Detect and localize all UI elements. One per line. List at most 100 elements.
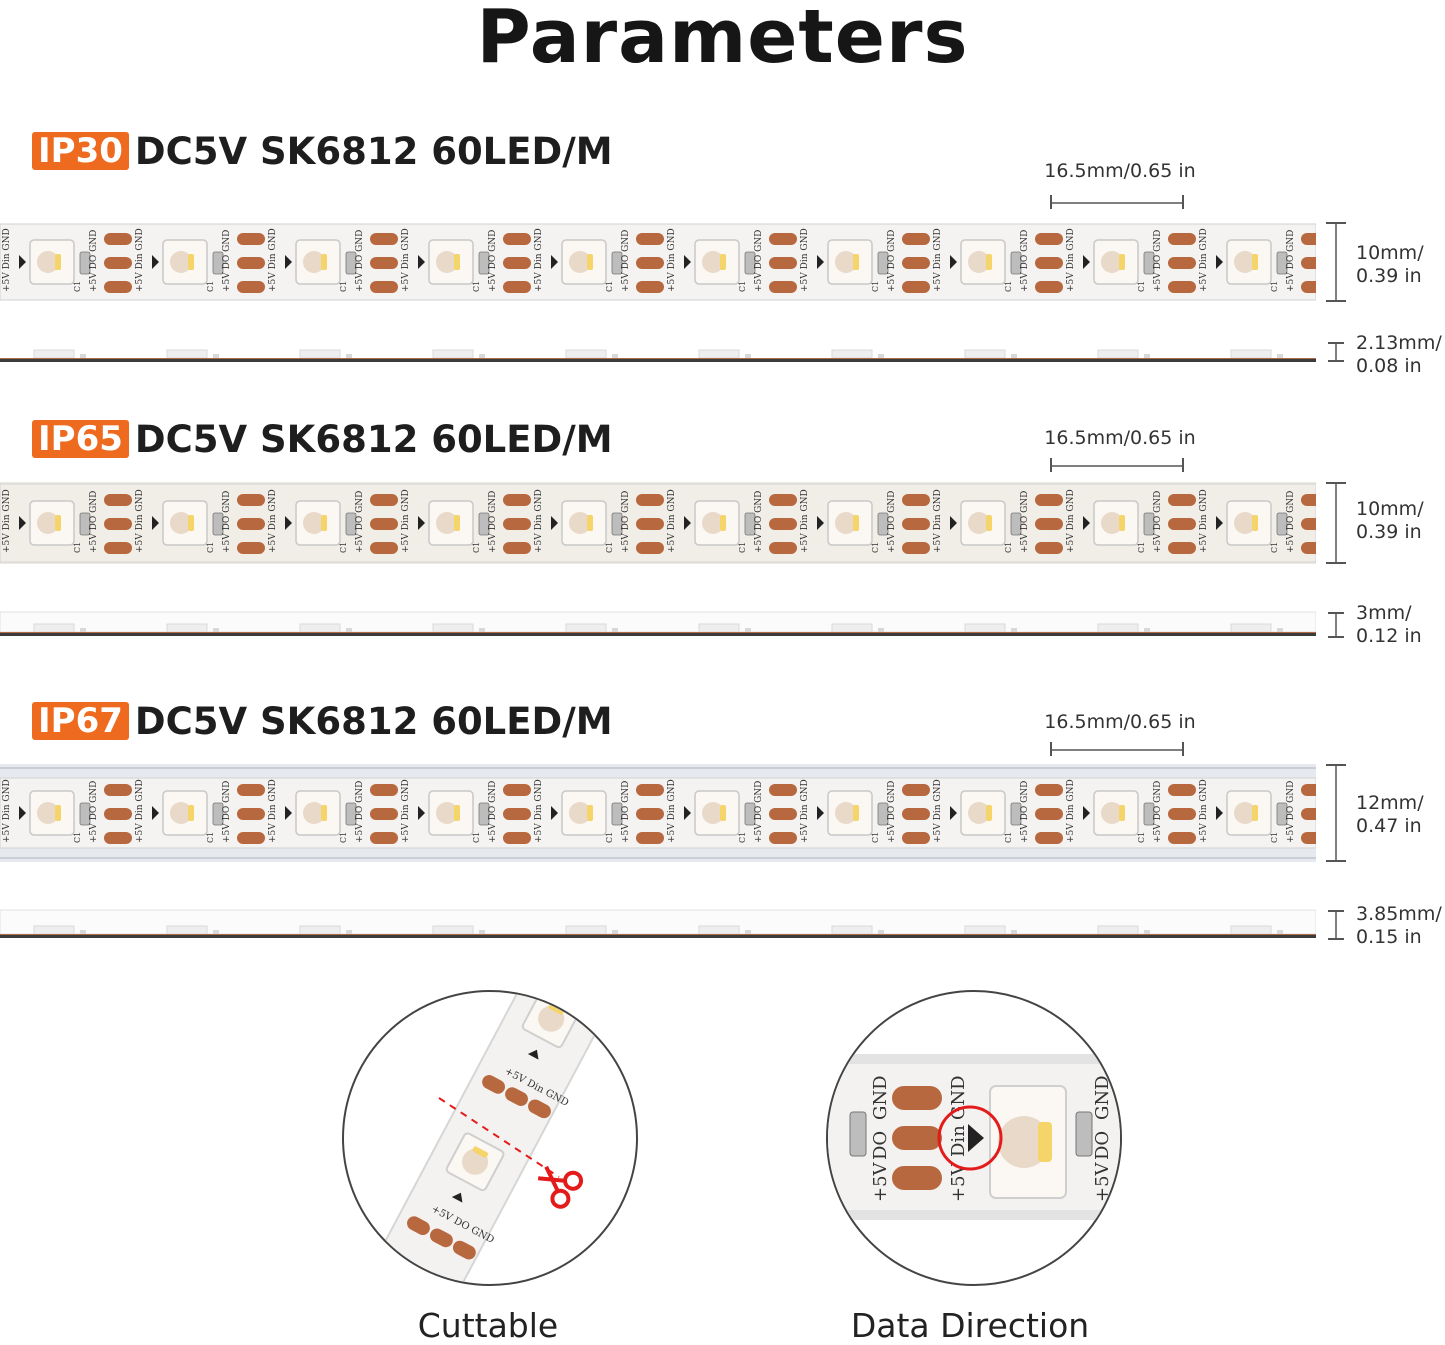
svg-text:+5V Din GND: +5V Din GND [135,228,145,292]
svg-text:+5V Din GND: +5V Din GND [401,228,411,292]
svg-text:+5V DO GND: +5V DO GND [1020,230,1030,292]
svg-text:+5V DO GND: +5V DO GND [89,781,99,843]
led-pitch-dimension-line [1050,458,1184,472]
svg-text:C1: C1 [738,832,747,843]
led-strip-top-view: +5V DO GND +5V Din GND C1 +5V DO GND +5V Din… [0,764,1316,862]
svg-text:+5V DO GND: +5V DO GND [754,230,764,292]
svg-text:C1: C1 [339,832,348,843]
svg-text:+5V Din GND: +5V Din GND [401,489,411,553]
thickness-dimension-bracket [1328,910,1344,940]
thickness-dimension-bracket [1328,612,1344,638]
svg-text:+5V Din GND: +5V Din GND [2,228,12,292]
svg-text:C1: C1 [339,542,348,553]
svg-text:+5V DO GND: +5V DO GND [488,230,498,292]
svg-text:+5V DO GND: +5V DO GND [754,781,764,843]
svg-text:C1: C1 [339,281,348,292]
svg-text:+5V DO GND: +5V DO GND [355,491,365,553]
svg-text:C1: C1 [1270,832,1279,843]
svg-text:+5V DO GND: +5V DO GND [89,230,99,292]
width-mm: 10mm/ [1356,242,1424,264]
width-mm: 12mm/ [1356,792,1424,814]
strip-width-label: 12mm/ 0.47 in [1356,792,1424,838]
svg-text:+5V: +5V [1092,1161,1113,1202]
svg-text:+5V Din GND: +5V Din GND [667,228,677,292]
cut-line [438,1097,560,1178]
svg-text:+5V DO GND: +5V DO GND [488,491,498,553]
svg-text:+5V Din GND: +5V Din GND [1066,779,1076,843]
svg-text:C1: C1 [605,832,614,843]
led-segment: +5V DO GND +5V Din GND C1 [162,489,292,554]
led-pitch-label: 16.5mm/0.65 in [1044,711,1196,733]
svg-text:C1: C1 [472,832,481,843]
svg-text:+5V DO GND: +5V DO GND [355,781,365,843]
svg-text:+5V Din GND: +5V Din GND [534,779,544,843]
svg-text:C1: C1 [73,542,82,553]
svg-text:+5V DO GND: +5V DO GND [887,491,897,553]
strip-thickness-label: 2.13mm/ 0.08 in [1356,332,1442,378]
svg-text:+5V Din GND: +5V Din GND [667,779,677,843]
ip-rating-badge: IP65 [32,420,129,458]
svg-text:DO: DO [870,1131,891,1160]
svg-text:C1: C1 [1137,832,1146,843]
svg-text:+5V Din GND: +5V Din GND [268,779,278,843]
width-dimension-bracket [1326,482,1346,564]
svg-text:+5V Din GND: +5V Din GND [2,779,12,843]
led-strip-side-view [0,909,1316,938]
svg-text:+5V Din GND: +5V Din GND [1066,489,1076,553]
svg-text:C1: C1 [1270,281,1279,292]
led-strip-top-view: +5V DO GND +5V Din GND C1 +5V DO GND +5V Din… [0,482,1316,564]
svg-text:+5V DO GND: +5V DO GND [222,491,232,553]
data-direction-illustration: +5V DO GND +5V Din GND +5V DO GND [826,990,1122,1286]
svg-text:C1: C1 [1004,832,1013,843]
svg-text:+5V Din GND: +5V Din GND [1199,779,1209,843]
thickness-mm: 3.85mm/ [1356,903,1442,925]
svg-text:+5V Din GND: +5V Din GND [534,228,544,292]
model-name: DC5V SK6812 60LED/M [134,129,613,173]
svg-text:DO: DO [1092,1131,1113,1160]
svg-text:+5V DO GND: +5V DO GND [621,491,631,553]
thickness-mm: 3mm/ [1356,602,1412,624]
svg-text:+5V DO GND: +5V DO GND [1153,491,1163,553]
variant-heading-ip65: IP65 DC5V SK6812 60LED/M [32,417,613,461]
svg-text:C1: C1 [206,542,215,553]
svg-text:+5V Din GND: +5V Din GND [534,489,544,553]
strip-width-label: 10mm/ 0.39 in [1356,242,1424,288]
led-pitch-dimension-line [1050,742,1184,756]
svg-text:+5V: +5V [948,1161,969,1202]
led-pitch-label: 16.5mm/0.65 in [1044,160,1196,182]
svg-text:C1: C1 [1004,542,1013,553]
svg-text:C1: C1 [1137,281,1146,292]
svg-text:+5V Din GND: +5V Din GND [933,489,943,553]
svg-text:C1: C1 [472,542,481,553]
svg-text:+5V DO GND: +5V DO GND [1153,781,1163,843]
svg-text:+5V Din GND: +5V Din GND [1066,228,1076,292]
width-dimension-bracket [1326,222,1346,302]
svg-text:+5V DO GND: +5V DO GND [1020,491,1030,553]
svg-text:+5V Din GND: +5V Din GND [800,489,810,553]
svg-text:+5V Din GND: +5V Din GND [268,489,278,553]
scissors-icon [537,1165,584,1209]
width-in: 0.39 in [1356,265,1422,287]
svg-text:+5V DO GND: +5V DO GND [488,781,498,843]
variant-heading-ip67: IP67 DC5V SK6812 60LED/M [32,699,613,743]
svg-text:C1: C1 [206,832,215,843]
led-segment: +5V DO GND +5V Din GND C1 [428,779,558,844]
